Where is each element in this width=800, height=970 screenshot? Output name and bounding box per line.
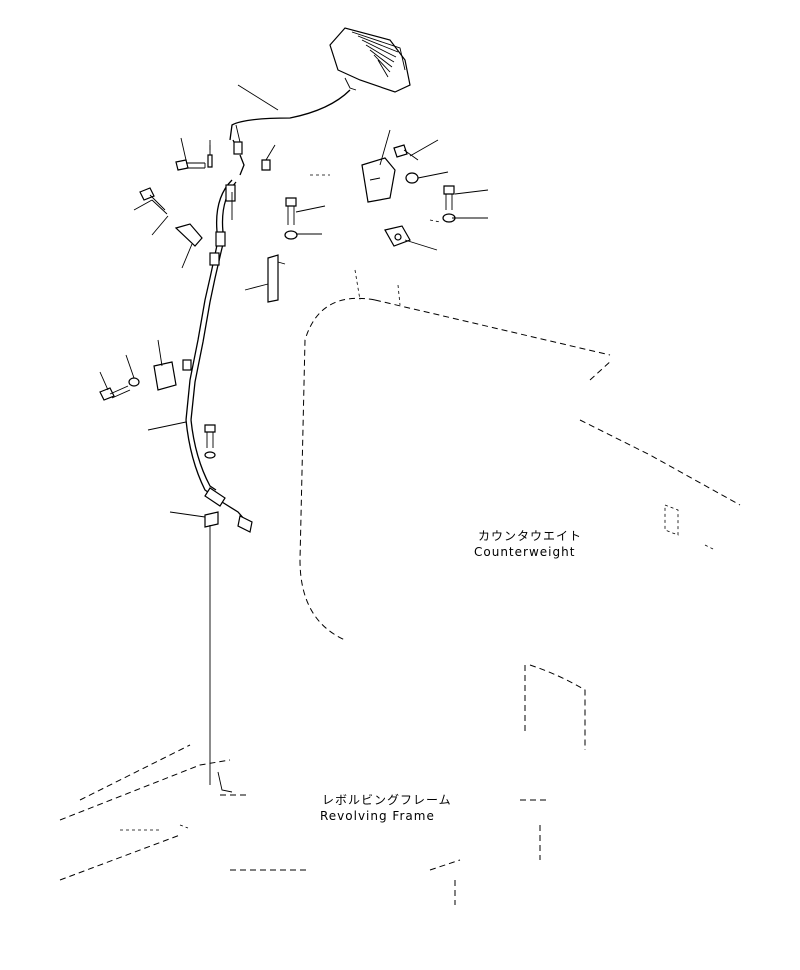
work-lamp	[329, 27, 411, 93]
counterweight-label-en: Counterweight	[474, 545, 575, 559]
revolving-frame-label-en: Revolving Frame	[320, 809, 435, 823]
revolving-frame-label-jp: レボルビングフレーム	[322, 793, 452, 807]
bracket-parts	[153, 157, 411, 528]
wiring-harness	[182, 89, 351, 533]
revolving-frame-outline	[59, 664, 586, 905]
bolt-parts	[99, 144, 456, 459]
counterweight-outline	[299, 269, 741, 641]
counterweight-label-jp: カウンタウエイト	[478, 529, 582, 543]
mounting-guide-lines	[209, 174, 441, 793]
leader-lines	[99, 84, 489, 518]
